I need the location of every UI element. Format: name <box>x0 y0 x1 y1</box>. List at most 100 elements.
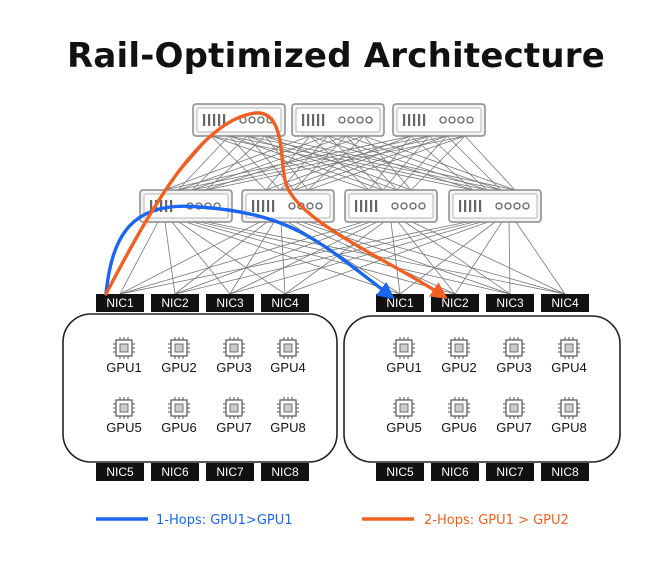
gpu-chip-icon <box>223 337 245 359</box>
gpu-chip-icon <box>113 337 135 359</box>
page-title: Rail-Optimized Architecture <box>66 36 606 76</box>
legend-item-1-hop: 1-Hops: GPU1>GPU1 <box>96 513 293 528</box>
leaf-nic-link <box>284 221 489 295</box>
nic-nic2: NIC2 <box>151 294 199 312</box>
gpu-label: GPU4 <box>270 360 305 375</box>
nic-nic4: NIC4 <box>261 294 309 312</box>
legend: 1-Hops: GPU1>GPU1 2-Hops: GPU1 > GPU2 <box>96 513 569 528</box>
gpu-chip-icon <box>393 337 415 359</box>
nic-nic2: NIC2 <box>431 294 479 312</box>
gpu-gpu6: GPU6 <box>441 397 477 435</box>
nic-label: NIC7 <box>216 465 244 479</box>
gpu-label: GPU7 <box>496 420 531 435</box>
nic-label: NIC6 <box>441 465 469 479</box>
gpu-gpu4: GPU4 <box>551 337 587 375</box>
gpu-gpu1: GPU1 <box>386 337 422 375</box>
spine-leaf-link <box>205 135 466 191</box>
legend-item-2-hop: 2-Hops: GPU1 > GPU2 <box>362 513 569 528</box>
nic-label: NIC6 <box>161 465 189 479</box>
leaf-nic-link <box>174 221 268 295</box>
gpu-chip-icon <box>393 397 415 419</box>
nic-label: NIC2 <box>161 296 189 310</box>
gpu-gpu5: GPU5 <box>106 397 142 435</box>
gpu-label: GPU5 <box>386 420 421 435</box>
gpu-gpu8: GPU8 <box>551 397 587 435</box>
gpu-gpu2: GPU2 <box>161 337 197 375</box>
nic-label: NIC1 <box>106 296 134 310</box>
spine-leaf-link <box>446 135 502 191</box>
gpu-label: GPU8 <box>551 420 586 435</box>
leaf-nic-link <box>454 221 503 295</box>
network-switch-icon <box>344 189 438 223</box>
spine-leaf-link <box>210 135 370 191</box>
gpu-label: GPU1 <box>386 360 421 375</box>
gpu-label: GPU6 <box>441 420 476 435</box>
gpu-chip-icon <box>277 337 299 359</box>
gpu-gpu3: GPU3 <box>496 337 532 375</box>
nic-nic7: NIC7 <box>486 463 534 481</box>
network-switch-icon <box>291 103 385 137</box>
gpu-label: GPU4 <box>551 360 586 375</box>
spine-leaf-link <box>363 135 516 191</box>
leaf-nic-link <box>399 221 496 295</box>
gpu-gpu2: GPU2 <box>441 337 477 375</box>
nic-label: NIC4 <box>271 296 299 310</box>
one-hop-path <box>104 204 395 300</box>
nic-nic8: NIC8 <box>261 463 309 481</box>
gpu-label: GPU2 <box>161 360 196 375</box>
two-hop-path <box>104 111 448 299</box>
spine-leaf-link <box>177 135 230 191</box>
leaf-nic-link <box>280 221 286 295</box>
leaf-nic-link <box>411 221 566 295</box>
nic-label: NIC8 <box>551 465 579 479</box>
spine-leaf-link <box>191 135 248 191</box>
nic-label: NIC8 <box>271 465 299 479</box>
network-switch-icon <box>448 189 542 223</box>
gpu-gpu4: GPU4 <box>270 337 306 375</box>
gpu-gpu8: GPU8 <box>270 397 306 435</box>
nic-label: NIC5 <box>106 465 134 479</box>
nic-label: NIC7 <box>496 465 524 479</box>
nic-nic7: NIC7 <box>206 463 254 481</box>
nic-nic4: NIC4 <box>541 294 589 312</box>
gpu-label: GPU6 <box>161 420 196 435</box>
nic-nic6: NIC6 <box>431 463 479 481</box>
gpu-label: GPU8 <box>270 420 305 435</box>
gpu-chip-icon <box>503 397 525 419</box>
nic-label: NIC3 <box>216 296 244 310</box>
spine-leaf-link <box>205 135 266 191</box>
leaf-nic-link <box>171 221 231 295</box>
network-switch-icon <box>241 189 335 223</box>
leaf-nic-link <box>229 221 378 295</box>
nic-nic3: NIC3 <box>206 294 254 312</box>
gpu-chip-icon <box>503 337 525 359</box>
nic-label: NIC1 <box>386 296 414 310</box>
spine-leaf-link <box>177 135 430 191</box>
spine-leaf-link <box>464 135 516 191</box>
leaf-nic-link <box>178 221 286 295</box>
nic-label: NIC3 <box>496 296 524 310</box>
gpu-chip-icon <box>168 337 190 359</box>
leaf-nic-link <box>308 221 566 295</box>
leaf-nic-link <box>515 221 566 295</box>
gpu-chip-icon <box>558 397 580 419</box>
gpu-gpu6: GPU6 <box>161 397 197 435</box>
nic-nic5: NIC5 <box>96 463 144 481</box>
leaf-nic-link <box>174 221 475 295</box>
gpu-label: GPU3 <box>496 360 531 375</box>
nic-nic8: NIC8 <box>541 463 589 481</box>
nic-label: NIC5 <box>386 465 414 479</box>
network-switch-icon <box>392 103 486 137</box>
spine-leaf-link <box>210 135 474 191</box>
leaf-nic-link <box>390 221 401 295</box>
nic-nic5: NIC5 <box>376 463 424 481</box>
gpu-gpu1: GPU1 <box>106 337 142 375</box>
gpu-chip-icon <box>448 337 470 359</box>
spine-leaf-link <box>191 135 347 191</box>
gpu-gpu7: GPU7 <box>496 397 532 435</box>
gpu-chip-icon <box>277 397 299 419</box>
leaf-nic-link <box>508 221 511 295</box>
leaf-nic-link <box>229 221 482 295</box>
